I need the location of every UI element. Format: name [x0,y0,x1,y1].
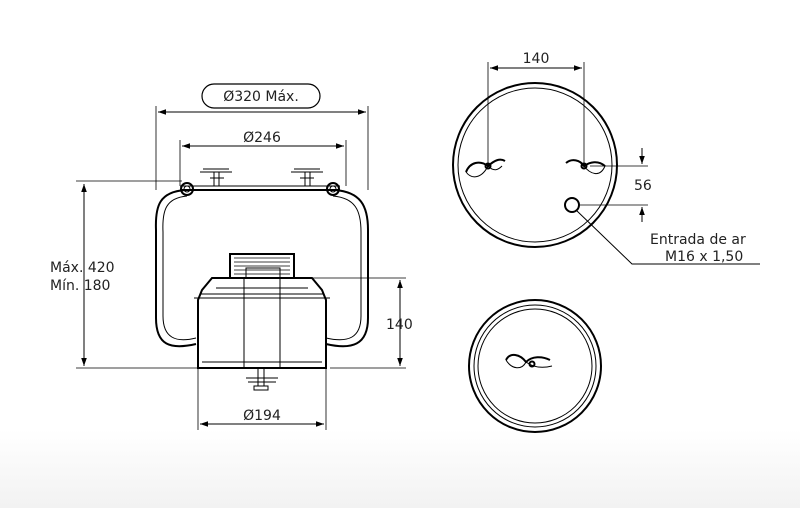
stud-left [200,168,232,186]
stud-top-left [465,158,506,178]
callout-line-2: M16 x 1,50 [665,249,743,265]
bead-right [326,182,340,196]
dim-height: Máx. 420 Mín. 180 [50,180,198,369]
piston-diameter-label: Ø194 [243,408,281,424]
max-diameter-label: Ø320 Máx. [223,89,299,105]
min-height-label: Mín. 180 [50,278,110,294]
bumper [229,253,295,279]
top-plate-outer [452,82,618,248]
air-inlet [564,197,580,213]
piston-bottom-outer [468,299,602,433]
bead-left [180,182,194,196]
stud-top-right [565,159,606,174]
dim-piston: Ø194 [197,368,327,430]
bottom-view [468,299,602,433]
dim-top-plate: Ø246 [179,130,347,186]
top-plate-label: Ø246 [243,130,281,146]
dim-inlet-offset: 56 [580,148,652,222]
piston [194,277,330,369]
max-diameter-frame [201,83,321,109]
bellows-outline [154,189,197,348]
max-height-label: Máx. 420 [50,260,115,276]
stud-bottom [246,368,278,391]
dim-stud-spacing: 140 [487,51,585,166]
side-view [154,168,369,391]
floor-shade [0,430,800,508]
air-inlet-callout: Entrada de ar M16 x 1,50 [575,209,760,265]
stud-bottom-view [505,354,553,369]
piston-height-label: 140 [386,317,413,333]
stud-right [291,168,323,186]
callout-line-1: Entrada de ar [650,232,746,248]
dim-max-diameter: Ø320 Máx. [155,83,369,190]
inlet-offset-label: 56 [634,178,652,194]
dim-piston-height: 140 [294,277,413,369]
top-view [452,82,618,248]
stud-spacing-label: 140 [523,51,550,67]
